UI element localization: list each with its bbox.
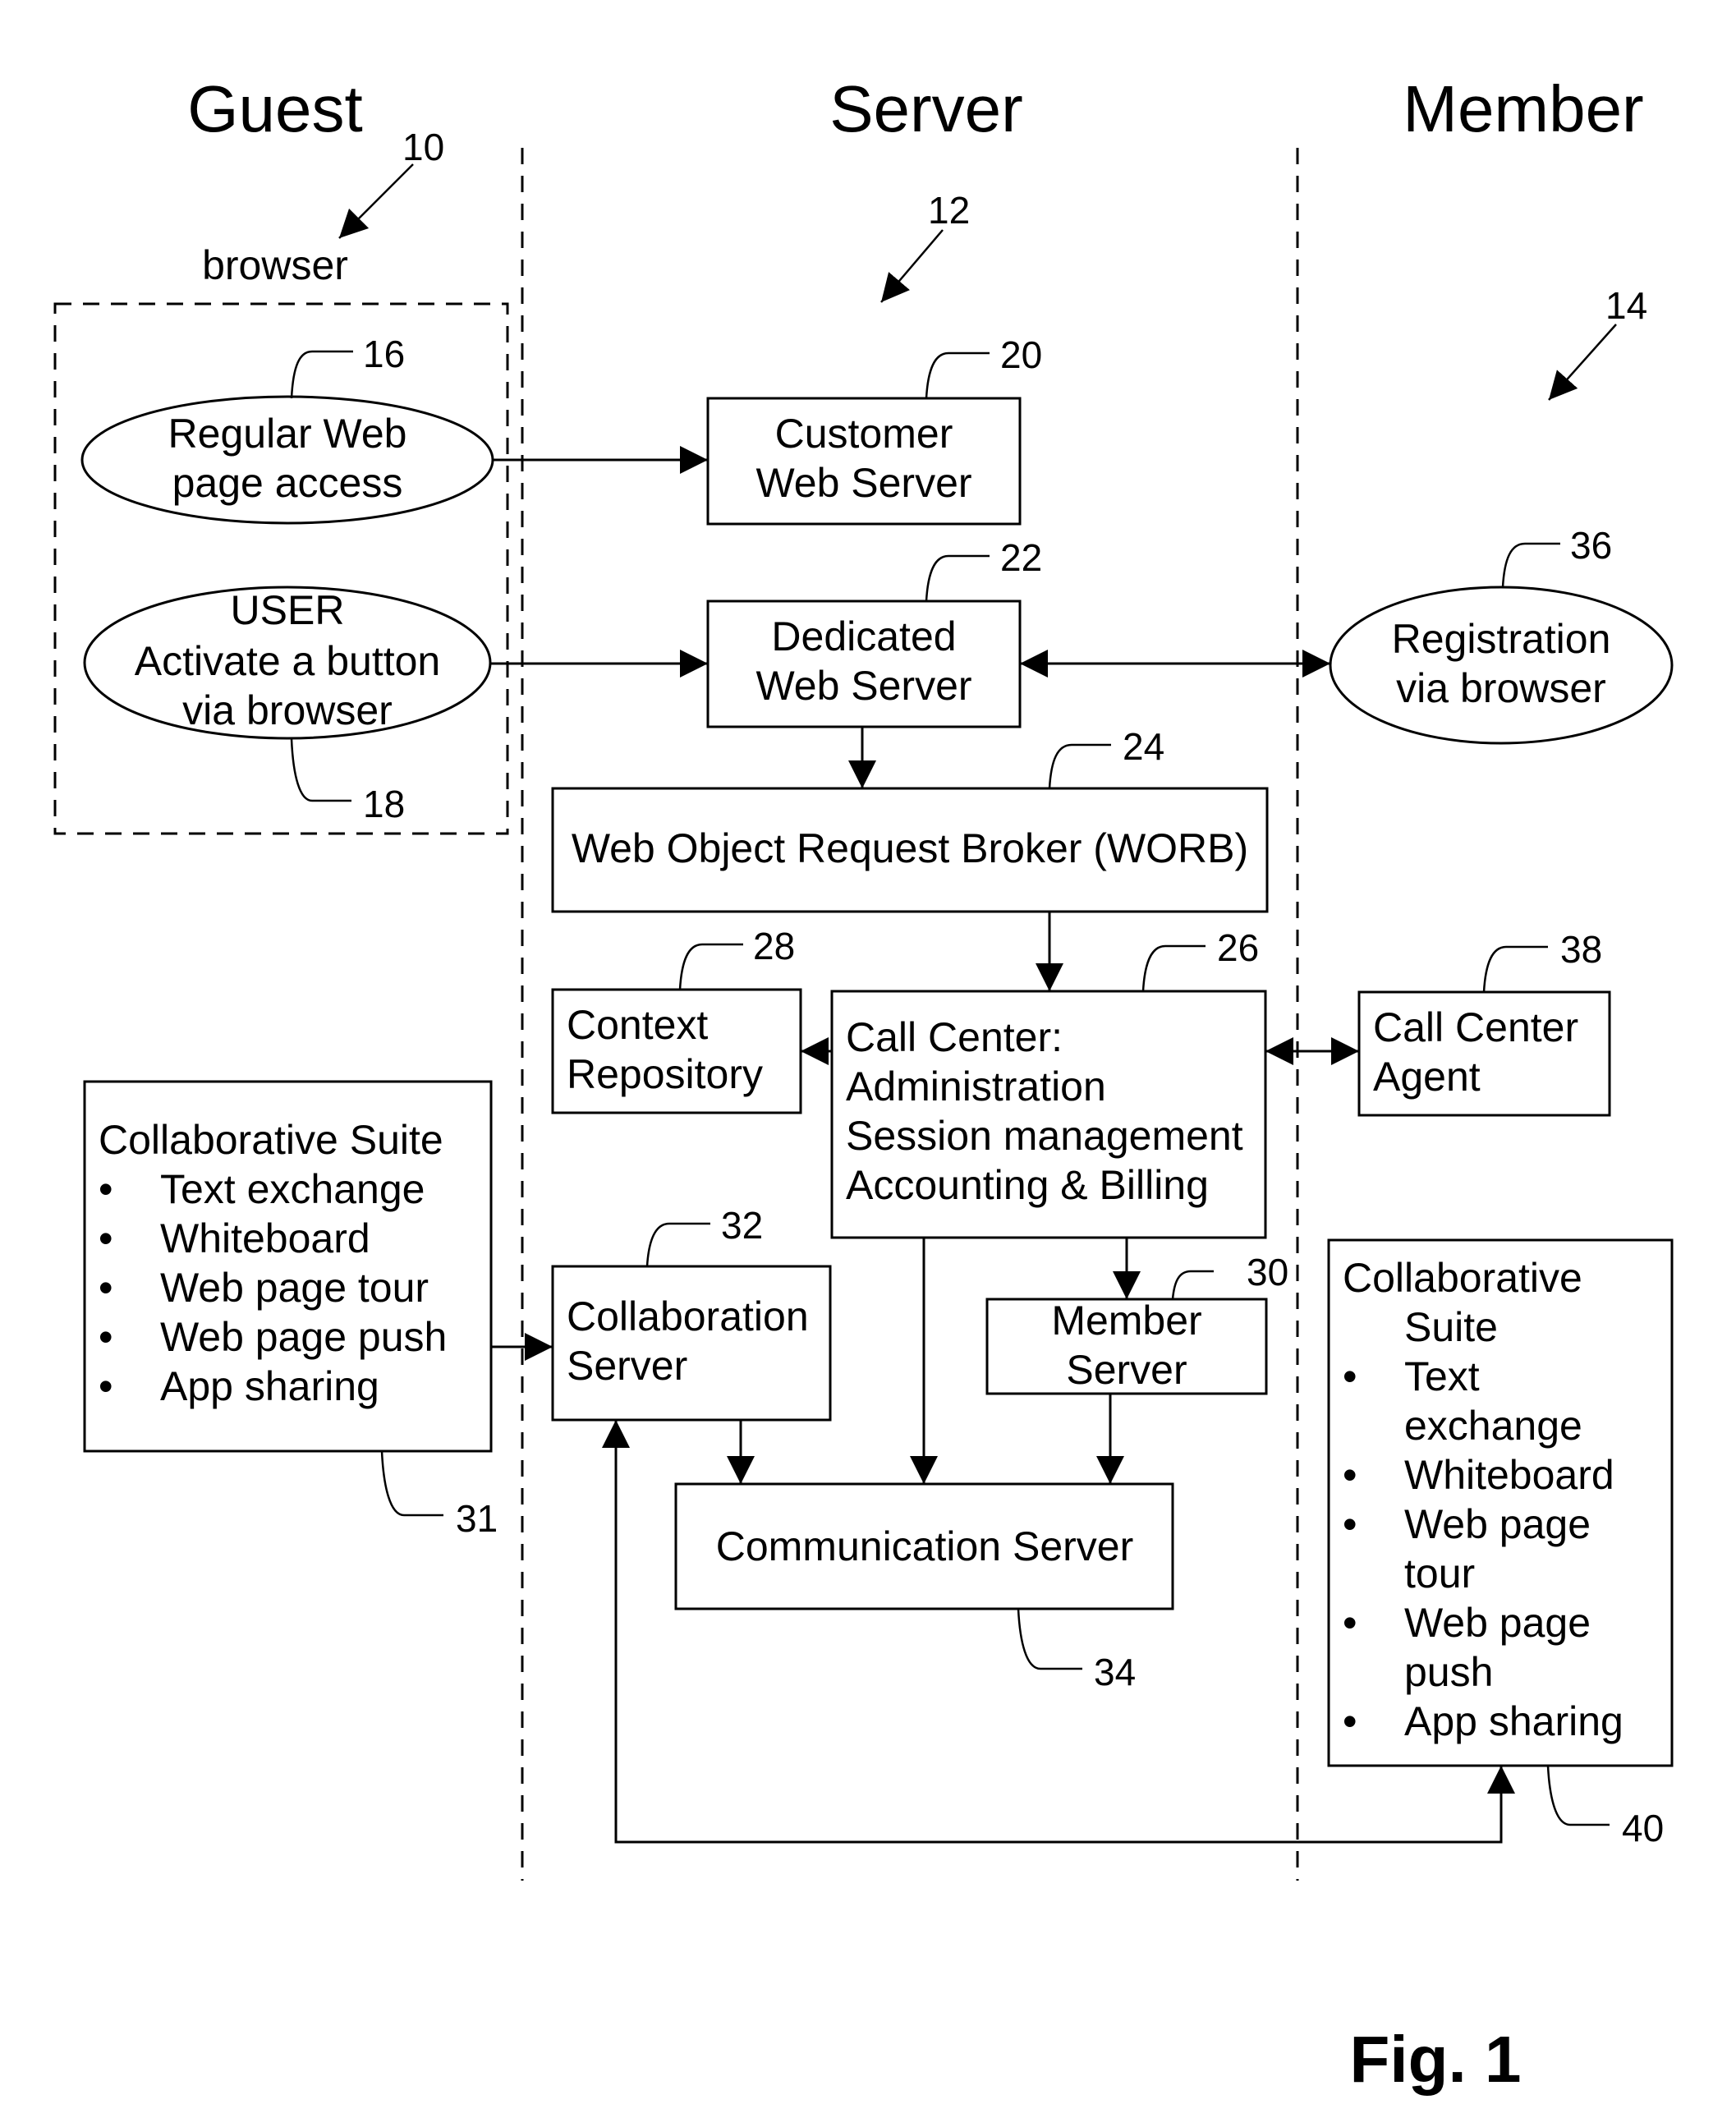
call-center-label-2: Administration xyxy=(846,1064,1106,1109)
collaboration-server-label-1: Collaboration xyxy=(567,1293,809,1339)
call-center-label-3: Session management xyxy=(846,1113,1243,1159)
ref-34-label: 34 xyxy=(1094,1651,1136,1693)
customer-web-server-label-2: Web Server xyxy=(755,460,971,506)
browser-group-label: browser xyxy=(202,242,348,288)
ref-26-leader xyxy=(1143,946,1206,991)
dedicated-web-server-label-2: Web Server xyxy=(755,663,971,709)
ref-32-label: 32 xyxy=(721,1204,763,1247)
lane-title-member: Member xyxy=(1403,72,1643,145)
ref-12-arrow xyxy=(881,230,943,302)
member-suite-title-1: Collaborative xyxy=(1343,1255,1582,1301)
ref-16-label: 16 xyxy=(363,333,405,375)
collaboration-server-label-2: Server xyxy=(567,1343,687,1389)
member-suite-title-2: Suite xyxy=(1404,1304,1498,1350)
ref-28-label: 28 xyxy=(753,925,795,967)
member-suite-bullet: • xyxy=(1343,1501,1357,1547)
ref-26-label: 26 xyxy=(1217,926,1259,969)
regular-web-access-label-2: page access xyxy=(172,460,403,506)
ref-22-leader xyxy=(926,556,990,601)
ref-38-label: 38 xyxy=(1560,928,1602,971)
user-activate-label-3: via browser xyxy=(182,687,393,733)
member-suite-item: Whiteboard xyxy=(1404,1452,1614,1498)
guest-suite-bullet: • xyxy=(99,1363,113,1409)
guest-suite-item: Whiteboard xyxy=(160,1215,370,1261)
ref-20-label: 20 xyxy=(1000,333,1042,376)
guest-suite-title: Collaborative Suite xyxy=(99,1117,443,1163)
guest-suite-bullet: • xyxy=(99,1166,113,1212)
call-center-label-4: Accounting & Billing xyxy=(846,1162,1209,1208)
browser-group-box xyxy=(55,304,507,834)
lane-title-server: Server xyxy=(829,72,1023,145)
ref-10-arrow xyxy=(339,164,413,238)
ref-24-label: 24 xyxy=(1123,725,1164,768)
figure-label: Fig. 1 xyxy=(1350,2023,1522,2096)
registration-label-2: via browser xyxy=(1396,665,1606,711)
ref-36-label: 36 xyxy=(1570,524,1612,567)
guest-suite-item: Text exchange xyxy=(160,1166,425,1212)
member-server-label-1: Member xyxy=(1051,1298,1201,1344)
guest-suite-bullet: • xyxy=(99,1215,113,1261)
ref-24-leader xyxy=(1049,745,1111,788)
ref-40-label: 40 xyxy=(1622,1807,1664,1849)
call-center-agent-label-1: Call Center xyxy=(1373,1004,1578,1050)
ref-10-label: 10 xyxy=(402,126,444,168)
member-suite-bullet: • xyxy=(1343,1452,1357,1498)
dedicated-web-server-label-1: Dedicated xyxy=(771,613,956,659)
member-suite-bullet: • xyxy=(1343,1353,1357,1399)
member-suite-bullet: • xyxy=(1343,1600,1357,1646)
ref-16-leader xyxy=(292,351,353,398)
member-suite-item: tour xyxy=(1404,1550,1475,1596)
member-suite-item: Text xyxy=(1404,1353,1480,1399)
guest-suite-bullet: • xyxy=(99,1265,113,1311)
member-server-label-2: Server xyxy=(1066,1347,1187,1393)
ref-30-label: 30 xyxy=(1247,1251,1288,1293)
ref-30-leader xyxy=(1173,1271,1214,1299)
call-center-agent-label-2: Agent xyxy=(1373,1054,1481,1100)
member-suite-item: exchange xyxy=(1404,1403,1582,1449)
guest-suite-item: Web page push xyxy=(160,1314,447,1360)
call-center-label-1: Call Center: xyxy=(846,1014,1063,1060)
ref-31-label: 31 xyxy=(456,1497,498,1540)
user-activate-label-1: USER xyxy=(231,587,345,633)
ref-32-leader xyxy=(647,1224,710,1266)
guest-suite-item: Web page tour xyxy=(160,1265,429,1311)
ref-22-label: 22 xyxy=(1000,536,1042,579)
lane-title-guest: Guest xyxy=(187,72,362,145)
communication-server-label: Communication Server xyxy=(716,1523,1134,1569)
context-repository-label-1: Context xyxy=(567,1002,708,1048)
guest-suite-item: App sharing xyxy=(160,1363,379,1409)
member-suite-item: Web page xyxy=(1404,1600,1591,1646)
ref-14-arrow xyxy=(1549,324,1616,400)
ref-36-leader xyxy=(1503,544,1560,587)
ref-38-leader xyxy=(1484,947,1548,992)
customer-web-server-label-1: Customer xyxy=(775,411,953,457)
ref-20-leader xyxy=(926,353,990,398)
member-suite-item: push xyxy=(1404,1649,1493,1695)
member-suite-bullet: • xyxy=(1343,1698,1357,1744)
regular-web-access-label-1: Regular Web xyxy=(168,411,407,457)
ref-14-label: 14 xyxy=(1605,284,1647,327)
ref-28-leader xyxy=(680,944,743,990)
ref-18-label: 18 xyxy=(363,783,405,825)
ref-40-leader xyxy=(1548,1766,1610,1825)
ref-18-leader xyxy=(292,739,351,801)
context-repository-label-2: Repository xyxy=(567,1051,763,1097)
ref-34-leader xyxy=(1018,1609,1082,1669)
member-suite-item: App sharing xyxy=(1404,1698,1623,1744)
registration-label-1: Registration xyxy=(1392,616,1611,662)
worb-label: Web Object Request Broker (WORB) xyxy=(572,825,1248,871)
ref-12-label: 12 xyxy=(928,189,970,232)
guest-suite-bullet: • xyxy=(99,1314,113,1360)
ref-31-leader xyxy=(382,1451,443,1515)
member-suite-item: Web page xyxy=(1404,1501,1591,1547)
user-activate-label-2: Activate a button xyxy=(135,638,440,684)
